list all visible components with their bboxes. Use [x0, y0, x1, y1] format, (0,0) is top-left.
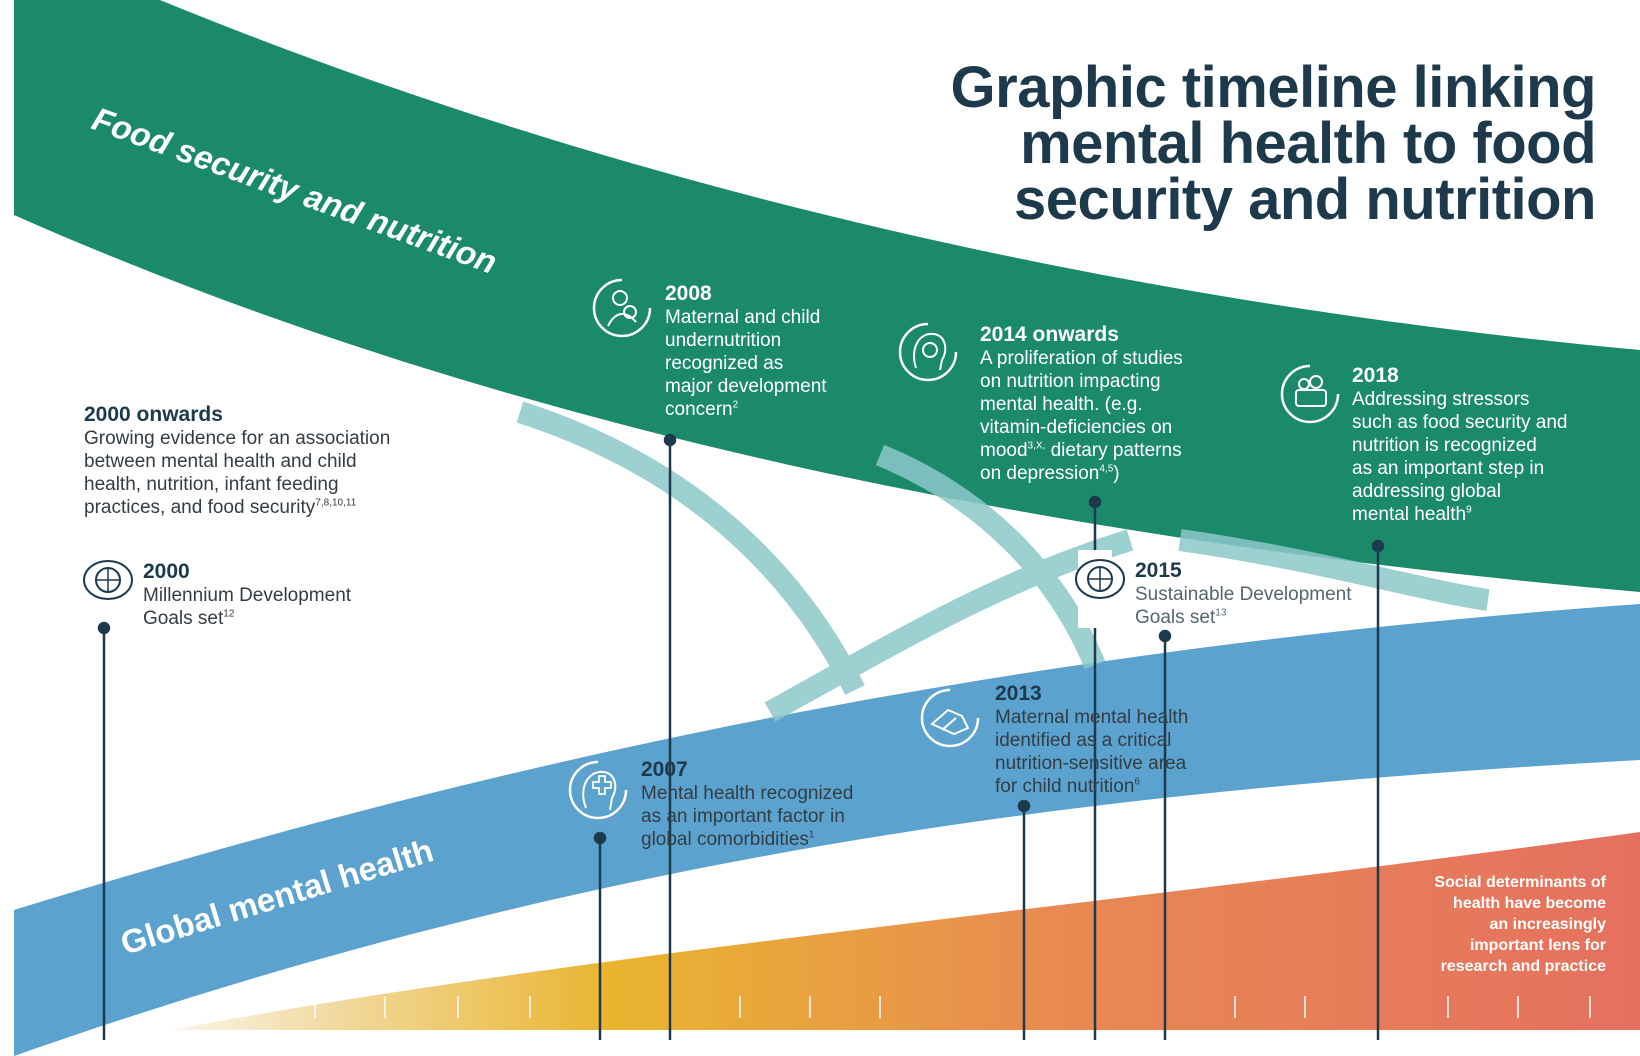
event-description: Maternal and child undernutrition recogn… — [665, 307, 827, 420]
event-description: Mental health recognized as an important… — [641, 783, 854, 850]
social-determinants-note: Social determinants of health have becom… — [1434, 874, 1606, 975]
event-description: Maternal mental health identified as a c… — [995, 707, 1189, 797]
event-description: A proliferation of studies on nutrition … — [980, 348, 1183, 484]
event-year: 2000 onwards — [84, 403, 223, 426]
event-2018: 2018 Addressing stressors such as food s… — [1352, 364, 1612, 526]
title-line-3: security and nutrition — [1014, 167, 1596, 232]
event-year: 2013 — [995, 682, 1042, 705]
food-security-band — [14, 0, 1640, 592]
event-year: 2007 — [641, 758, 688, 781]
title-line-2: mental health to food — [1020, 111, 1596, 176]
event-2007: 2007 Mental health recognized as an impo… — [641, 758, 901, 851]
social-determinants-band — [170, 832, 1640, 1030]
un-emblem-icon — [1072, 556, 1128, 602]
event-year: 2008 — [665, 282, 712, 305]
head-medical-cross-icon — [566, 758, 628, 820]
head-apple-icon — [896, 320, 958, 382]
event-description: Addressing stressors such as food securi… — [1352, 389, 1568, 525]
event-year: 2000 — [143, 560, 190, 583]
leader-lines — [97, 433, 1385, 1040]
timeline-ticks — [244, 996, 1591, 1018]
event-2015: 2015 Sustainable Development Goals set13 — [1135, 559, 1395, 629]
event-description: Millennium Development Goals set12 — [143, 585, 352, 629]
event-year: 2018 — [1352, 364, 1399, 387]
event-2000: 2000 Millennium Development Goals set12 — [143, 560, 403, 630]
title-line-1: Graphic timeline linking — [950, 55, 1597, 120]
event-2008: 2008 Maternal and child undernutrition r… — [665, 282, 875, 421]
holding-hands-icon — [918, 686, 980, 748]
event-description: Sustainable Development Goals set13 — [1135, 584, 1352, 628]
event-2000-onwards: 2000 onwards Growing evidence for an ass… — [84, 403, 444, 519]
event-2014-onwards: 2014 onwards A proliferation of studies … — [980, 323, 1240, 485]
page-title: Graphic timeline linking mental health t… — [776, 55, 1597, 232]
mother-child-icon — [590, 276, 652, 338]
global-mental-health-band — [14, 604, 1640, 1056]
event-year: 2014 onwards — [980, 323, 1119, 346]
un-emblem-icon — [80, 557, 136, 603]
event-year: 2015 — [1135, 559, 1182, 582]
event-description: Growing evidence for an association betw… — [84, 428, 391, 518]
event-2013: 2013 Maternal mental health identified a… — [995, 682, 1255, 798]
food-basket-icon — [1278, 362, 1340, 424]
